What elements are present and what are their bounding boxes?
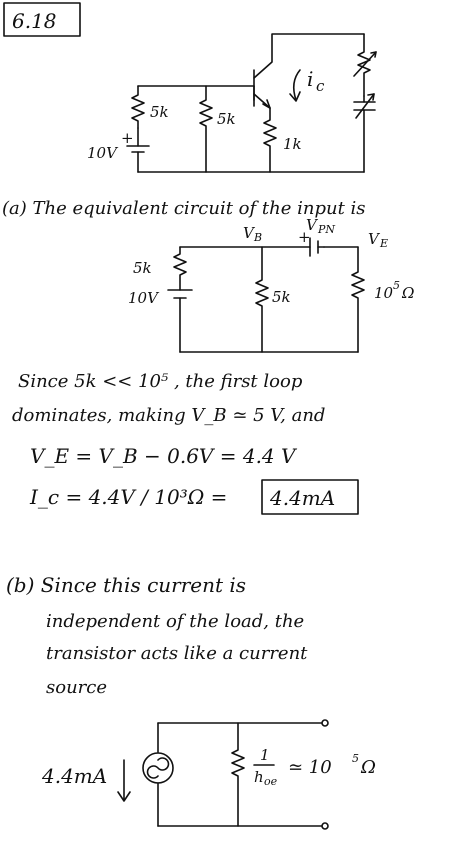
svg-text:1k: 1k xyxy=(283,135,302,153)
svg-text:5k: 5k xyxy=(133,259,152,277)
part-a-line-2: dominates, making V_B ≃ 5 V, and xyxy=(12,405,325,426)
problem-number-box xyxy=(3,2,81,37)
svg-text:5k: 5k xyxy=(217,110,236,128)
svg-text:5k: 5k xyxy=(150,103,169,121)
svg-text:Ω: Ω xyxy=(360,757,376,778)
problem-number: 6.18 xyxy=(12,9,57,33)
svg-text:4.4mA: 4.4mA xyxy=(41,764,107,788)
svg-text:5: 5 xyxy=(352,752,359,765)
svg-text:i: i xyxy=(307,67,313,91)
svg-text:+: + xyxy=(121,129,134,147)
svg-text:h: h xyxy=(254,768,264,786)
svg-text:≃ 10: ≃ 10 xyxy=(288,757,332,778)
part-b-line-3: transistor acts like a current xyxy=(46,643,308,664)
svg-text:V: V xyxy=(368,230,381,248)
circuit-figure-1: + 10V 5k 5k 1k i c xyxy=(87,33,377,173)
part-b-line-4: source xyxy=(46,677,107,698)
svg-text:PN: PN xyxy=(317,223,335,236)
svg-text:E: E xyxy=(379,237,388,250)
svg-text:5: 5 xyxy=(393,279,400,292)
answer-value: 4.4mA xyxy=(269,486,335,510)
svg-text:V: V xyxy=(306,216,319,234)
svg-text:B: B xyxy=(253,231,262,244)
svg-text:5k: 5k xyxy=(272,288,291,306)
svg-text:c: c xyxy=(316,77,325,95)
equivalent-circuit-figure-2: + V PN V B V E 5k 10V 5k 10 5 Ω xyxy=(128,216,414,353)
svg-text:Ω: Ω xyxy=(401,284,414,302)
part-a-line-1: Since 5k << 10⁵ , the first loop xyxy=(18,371,303,392)
part-a-line-4: I_c = 4.4V / 10³Ω = xyxy=(29,485,227,509)
svg-text:10V: 10V xyxy=(128,289,160,307)
answer-box xyxy=(261,479,359,515)
svg-text:10V: 10V xyxy=(87,144,119,162)
current-source-figure-3: 4.4mA 1 h oe ≃ 10 5 Ω xyxy=(41,719,376,830)
part-b-line-2: independent of the load, the xyxy=(46,611,304,632)
part-a-line-3: V_E = V_B − 0.6V = 4.4 V xyxy=(30,444,298,468)
part-a-intro: (a) The equivalent circuit of the input … xyxy=(2,198,366,219)
svg-text:+: + xyxy=(298,228,311,246)
svg-text:V: V xyxy=(243,224,256,242)
part-b-line-1: (b) Since this current is xyxy=(6,573,246,597)
svg-text:1: 1 xyxy=(260,746,270,764)
svg-text:10: 10 xyxy=(374,284,394,302)
svg-text:oe: oe xyxy=(264,775,278,788)
